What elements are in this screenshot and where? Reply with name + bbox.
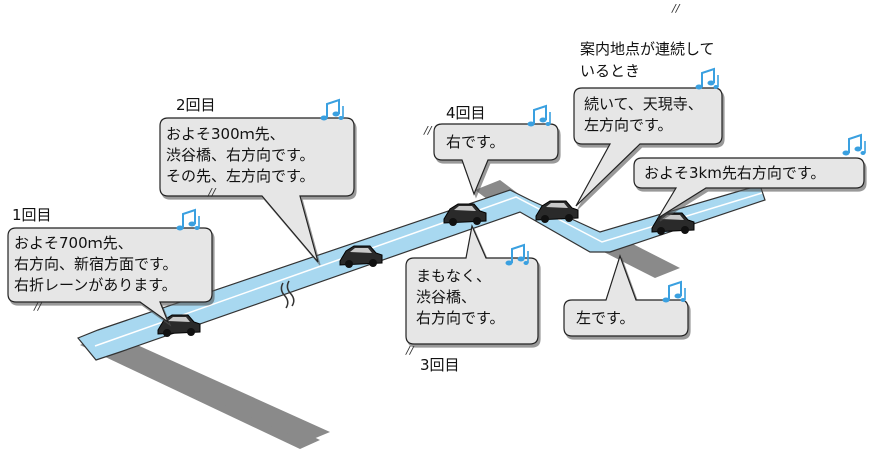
label-first: 1回目	[12, 206, 52, 224]
label-continuous-line1: 案内地点が連続して	[580, 40, 715, 58]
bubble-continuous-text: 続いて、天現寺、 左方向です。	[584, 94, 703, 136]
bubble-third-line3: 右方向です。	[416, 309, 505, 327]
bubble-second-text: およそ300ｍ先、 渋谷橋、右方向です。 その先、左方向です。	[166, 124, 315, 187]
bubble-first-line2: 右方向、新宿方面です。	[14, 255, 178, 273]
bubble-approx3km-text: およそ3km先右方向です。	[644, 163, 825, 184]
bubble-third-line1: まもなく、	[416, 267, 492, 285]
bubble-left-line1: 左です。	[576, 309, 635, 327]
label-continuous-line2: いるとき	[580, 62, 641, 80]
bubble-second-line1: およそ300ｍ先、	[166, 125, 285, 143]
bubble-third-line2: 渋谷橋、	[416, 288, 477, 306]
bubble-second-line2: 渋谷橋、右方向です。	[166, 146, 315, 164]
bubble-continuous	[573, 87, 723, 207]
side-roads	[80, 180, 680, 449]
slash-mark-2: //	[424, 124, 432, 137]
bubble-left-text: 左です。	[576, 308, 635, 329]
label-third: 3回目	[420, 356, 460, 374]
bubble-continuous-line1: 続いて、天現寺、	[584, 95, 703, 113]
label-second: 2回目	[176, 96, 216, 114]
slash-mark-3: //	[208, 186, 216, 199]
bubble-approx3km-line1: およそ3km先右方向です。	[644, 164, 826, 182]
slash-mark-1: //	[672, 2, 680, 15]
bubble-third	[405, 223, 539, 345]
bubble-first-text: およそ700ｍ先、 右方向、新宿方面です。 右折レーンがあります。	[14, 233, 178, 296]
bubble-first-line3: 右折レーンがあります。	[14, 276, 177, 294]
bubble-continuous-line2: 左方向です。	[584, 116, 673, 134]
bubble-second-line3: その先、左方向です。	[166, 167, 315, 185]
bubble-third-text: まもなく、 渋谷橋、 右方向です。	[416, 266, 505, 329]
sound-icon-5	[841, 134, 867, 157]
sound-icon-4	[694, 68, 720, 91]
slash-mark-4: //	[34, 300, 42, 313]
bubble-first	[7, 227, 213, 324]
bubble-approx3km	[633, 157, 865, 219]
bubble-first-line1: およそ700ｍ先、	[14, 234, 133, 252]
label-fourth: 4回目	[446, 104, 486, 122]
bubble-fourth-text: 右です。	[446, 132, 505, 153]
bubble-second	[159, 117, 355, 263]
slash-mark-5: //	[406, 344, 414, 357]
bubble-fourth	[433, 123, 559, 196]
bubble-fourth-line1: 右です。	[446, 133, 505, 151]
